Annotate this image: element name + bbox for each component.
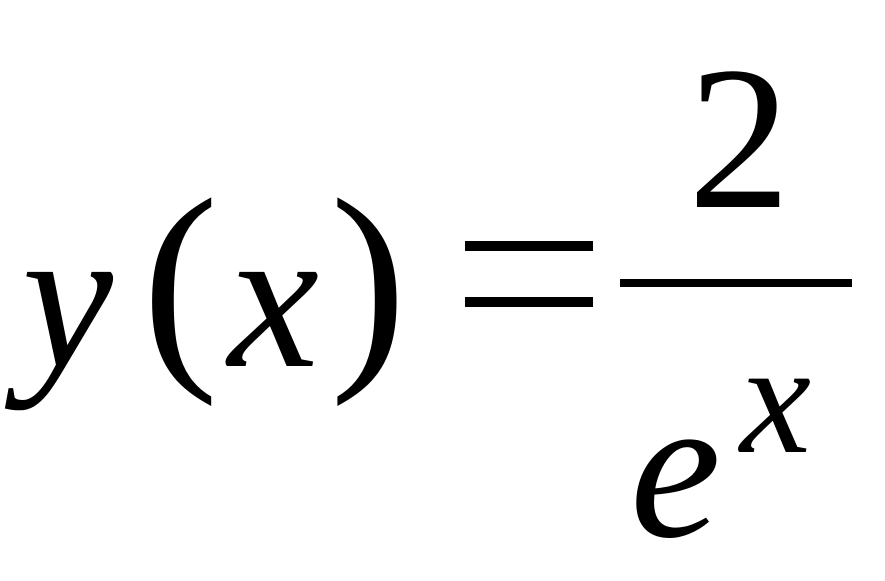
function-symbol-y: y [22,184,113,411]
argument-x: x [228,184,319,411]
equation: y ( x ) 2 e x [22,25,852,570]
denominator-base-e: e [630,354,721,581]
fraction-numerator: 2 [688,25,791,252]
equals-top-stroke [465,241,593,251]
denominator-exponent-x: x [740,309,812,487]
fraction-bar [620,279,852,287]
equals-bottom-stroke [465,297,593,307]
left-parenthesis: ( [142,152,219,407]
equals-sign [465,208,593,307]
right-parenthesis: ) [330,152,407,407]
